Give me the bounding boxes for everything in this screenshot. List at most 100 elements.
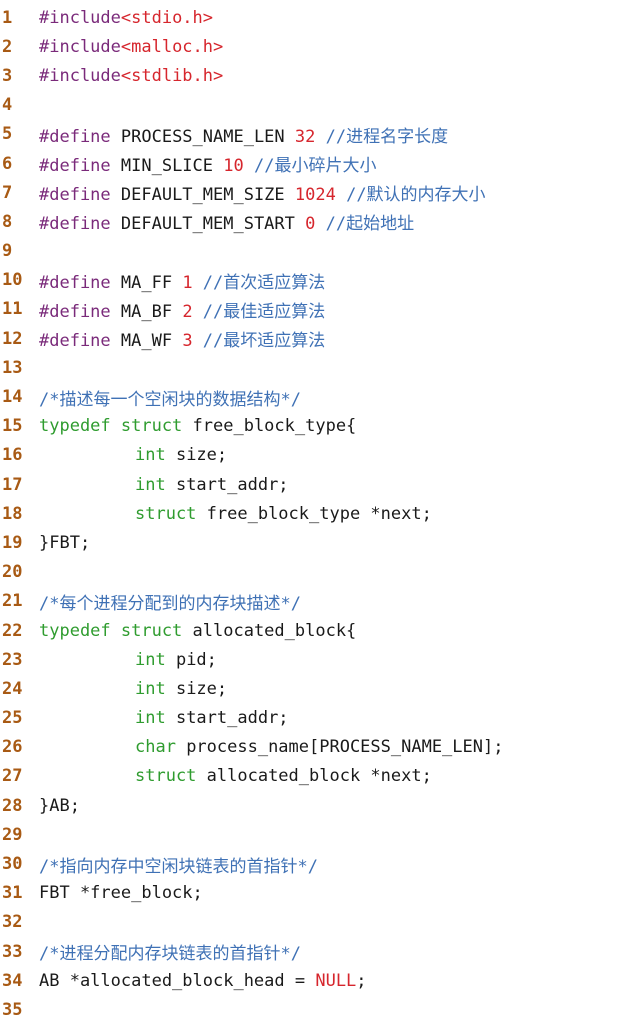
code-line[interactable]: 32 — [0, 908, 626, 937]
code-line[interactable]: 24 int size; — [0, 674, 626, 703]
code-comment: //最佳适应算法 — [192, 301, 326, 322]
include-path: <stdlib.h> — [120, 65, 224, 86]
code-token: }AB; — [39, 795, 80, 816]
code-text: #define MA_BF 2 //最佳适应算法 — [32, 297, 325, 322]
line-number: 19 — [2, 532, 23, 553]
code-line[interactable]: 6#define MIN_SLICE 10 //最小碎片大小 — [0, 149, 626, 178]
preprocessor-directive: #define — [39, 214, 111, 235]
code-line[interactable]: 14/*描述每一个空闲块的数据结构*/ — [0, 382, 626, 411]
code-token: DEFAULT_MEM_START — [110, 214, 306, 235]
line-number: 27 — [2, 766, 23, 787]
code-line[interactable]: 19}FBT; — [0, 528, 626, 557]
code-token: DEFAULT_MEM_SIZE — [110, 185, 295, 206]
code-text: int size; — [32, 679, 227, 699]
code-line[interactable]: 29 — [0, 820, 626, 849]
code-line[interactable]: 13 — [0, 353, 626, 382]
code-token: MA_FF — [110, 272, 183, 293]
code-text: int pid; — [32, 650, 217, 670]
line-number: 23 — [2, 649, 23, 670]
code-token: free_block_type *next; — [196, 503, 432, 524]
type-keyword: struct — [135, 503, 197, 524]
numeric-literal: 0 — [305, 214, 316, 235]
code-line[interactable]: 3#include<stdlib.h> — [0, 61, 626, 90]
code-line[interactable]: 1#include<stdio.h> — [0, 3, 626, 32]
line-number: 20 — [2, 562, 23, 583]
type-keyword: struct — [135, 766, 197, 787]
code-token: pid; — [165, 649, 217, 670]
line-number: 12 — [2, 328, 23, 349]
code-text: /*每个进程分配到的内存块描述*/ — [32, 589, 301, 614]
line-number: 35 — [2, 999, 23, 1020]
code-line[interactable]: 23 int pid; — [0, 645, 626, 674]
code-comment: /*描述每一个空闲块的数据结构*/ — [39, 389, 301, 410]
line-number: 29 — [2, 824, 23, 845]
code-line[interactable]: 33/*进程分配内存块链表的首指针*/ — [0, 937, 626, 966]
code-line[interactable]: 21 /*每个进程分配到的内存块描述*/ — [0, 587, 626, 616]
line-number: 13 — [2, 357, 23, 378]
line-number: 28 — [2, 795, 23, 816]
code-line[interactable]: 12#define MA_WF 3 //最坏适应算法 — [0, 324, 626, 353]
code-line[interactable]: 30/*指向内存中空闲块链表的首指针*/ — [0, 849, 626, 878]
code-text: #define DEFAULT_MEM_SIZE 1024 //默认的内存大小 — [32, 180, 486, 205]
line-number: 24 — [2, 678, 23, 699]
code-text: /*指向内存中空闲块链表的首指针*/ — [32, 852, 318, 877]
numeric-literal: 1024 — [294, 185, 336, 206]
code-line[interactable]: 28 }AB; — [0, 791, 626, 820]
code-comment: /*指向内存中空闲块链表的首指针*/ — [39, 856, 318, 877]
code-token: process_name[PROCESS_NAME_LEN]; — [175, 737, 504, 758]
code-line[interactable]: 7#define DEFAULT_MEM_SIZE 1024 //默认的内存大小 — [0, 178, 626, 207]
line-number: 10 — [2, 270, 23, 291]
code-line[interactable]: 11 #define MA_BF 2 //最佳适应算法 — [0, 295, 626, 324]
code-text: typedef struct free_block_type{ — [32, 416, 356, 436]
type-keyword: int — [135, 708, 166, 729]
numeric-literal: 3 — [182, 331, 193, 352]
code-line[interactable]: 26 char process_name[PROCESS_NAME_LEN]; — [0, 733, 626, 762]
preprocessor-directive: #define — [39, 185, 111, 206]
code-text: char process_name[PROCESS_NAME_LEN]; — [32, 737, 503, 757]
code-line[interactable]: 27 struct allocated_block *next; — [0, 762, 626, 791]
code-line[interactable]: 10#define MA_FF 1 //首次适应算法 — [0, 266, 626, 295]
code-text: /*进程分配内存块链表的首指针*/ — [32, 939, 301, 964]
line-number: 9 — [2, 241, 13, 262]
line-number: 11 — [2, 299, 23, 320]
code-line[interactable]: 2#include<malloc.h> — [0, 32, 626, 61]
code-token: MIN_SLICE — [110, 156, 224, 177]
code-line[interactable]: 4 — [0, 91, 626, 120]
code-text: /*描述每一个空闲块的数据结构*/ — [32, 385, 301, 410]
code-comment: //首次适应算法 — [192, 272, 326, 293]
code-token: size; — [165, 445, 228, 466]
line-number: 22 — [2, 620, 23, 641]
code-text: struct allocated_block *next; — [32, 766, 432, 786]
line-number: 26 — [2, 737, 23, 758]
preprocessor-directive: #define — [39, 301, 111, 322]
code-text: int start_addr; — [32, 475, 289, 495]
line-number: 5 — [2, 124, 13, 145]
preprocessor-directive: #include — [39, 36, 121, 57]
code-token: ; — [356, 970, 367, 991]
code-line[interactable]: 35 — [0, 995, 626, 1024]
line-number: 21 — [2, 591, 23, 612]
line-number: 6 — [2, 153, 13, 174]
code-text: #define PROCESS_NAME_LEN 32 //进程名字长度 — [32, 122, 448, 147]
type-keyword: typedef struct — [39, 416, 183, 437]
code-line[interactable]: 22 typedef struct allocated_block{ — [0, 616, 626, 645]
code-text: int start_addr; — [32, 708, 289, 728]
code-line[interactable]: 20 — [0, 558, 626, 587]
code-line[interactable]: 5 #define PROCESS_NAME_LEN 32 //进程名字长度 — [0, 120, 626, 149]
type-keyword: int — [135, 649, 166, 670]
code-line[interactable]: 8#define DEFAULT_MEM_START 0 //起始地址 — [0, 207, 626, 236]
code-line[interactable]: 9 — [0, 237, 626, 266]
preprocessor-directive: #define — [39, 331, 111, 352]
code-text: FBT *free_block; — [32, 883, 203, 903]
code-text: struct free_block_type *next; — [32, 504, 432, 524]
code-comment: //最坏适应算法 — [192, 331, 326, 352]
code-text: typedef struct allocated_block{ — [32, 621, 356, 641]
